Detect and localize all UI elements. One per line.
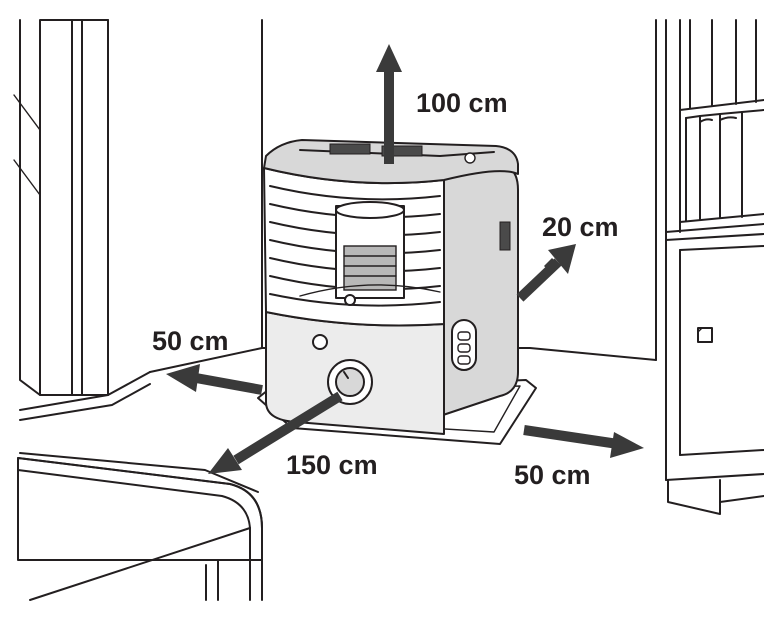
arrow-up	[376, 44, 402, 164]
window-frame	[13, 19, 151, 421]
label-right-side-clearance: 20 cm	[542, 212, 619, 242]
burner	[299, 201, 441, 306]
kerosene-heater	[257, 139, 537, 445]
clearance-arrows	[166, 44, 644, 474]
label-right-front-clearance: 50 cm	[514, 460, 591, 490]
fuel-gauge	[451, 319, 477, 371]
label-left-side-clearance: 50 cm	[152, 326, 229, 356]
table	[17, 457, 263, 601]
control-knob	[327, 359, 373, 405]
arrow-right-side	[516, 244, 576, 302]
arrow-front	[208, 391, 343, 474]
bookcase	[655, 19, 764, 515]
label-top-clearance: 100 cm	[416, 88, 508, 118]
arrow-right-front	[523, 425, 644, 458]
label-front-clearance: 150 cm	[286, 450, 378, 480]
arrow-left-side	[166, 364, 263, 395]
indicator-light	[312, 334, 328, 350]
